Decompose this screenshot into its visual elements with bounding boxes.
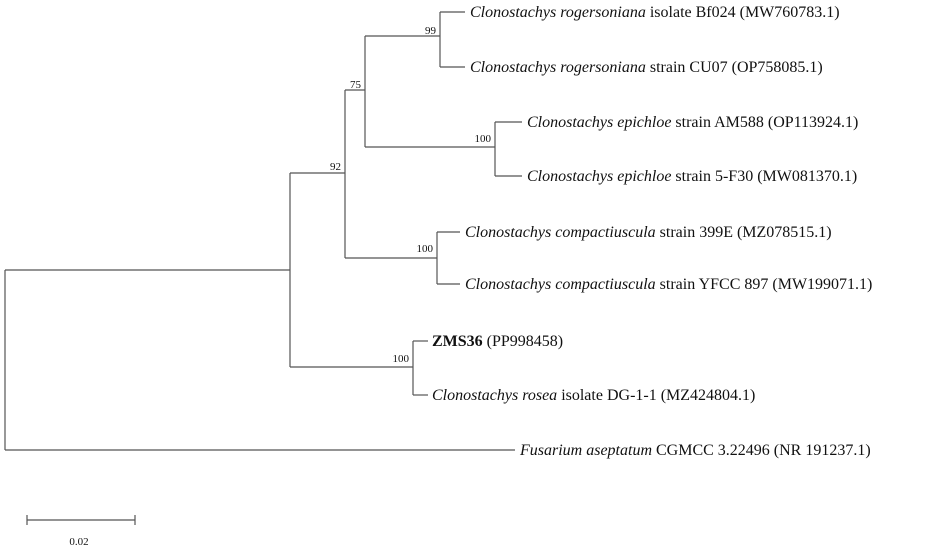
bootstrap-epichloe: 100 [475,133,492,145]
bootstrap-upper: 92 [330,161,341,173]
taxon-label: Clonostachys rogersoniana strain CU07 (O… [470,59,823,76]
bootstrap-rog-epi: 75 [350,79,362,91]
taxon-label: Clonostachys rosea isolate DG-1-1 (MZ424… [432,387,755,404]
bootstrap-rosea: 100 [393,353,410,365]
taxon-label: Clonostachys epichloe strain 5-F30 (MW08… [527,168,857,185]
bootstrap-compactiuscula: 100 [417,243,434,255]
taxon-label-zms36: ZMS36 (PP998458) [432,333,563,350]
taxon-label: Clonostachys rogersoniana isolate Bf024 … [470,4,840,21]
bootstrap-rogersoniana: 99 [425,25,437,37]
taxon-label: Clonostachys compactiuscula strain 399E … [465,224,832,241]
taxon-label-outgroup: Fusarium aseptatum CGMCC 3.22496 (NR 191… [519,442,871,459]
scale-bar-label: 0.02 [69,536,88,548]
taxon-label: Clonostachys compactiuscula strain YFCC … [465,276,872,293]
taxon-label: Clonostachys epichloe strain AM588 (OP11… [527,114,858,131]
